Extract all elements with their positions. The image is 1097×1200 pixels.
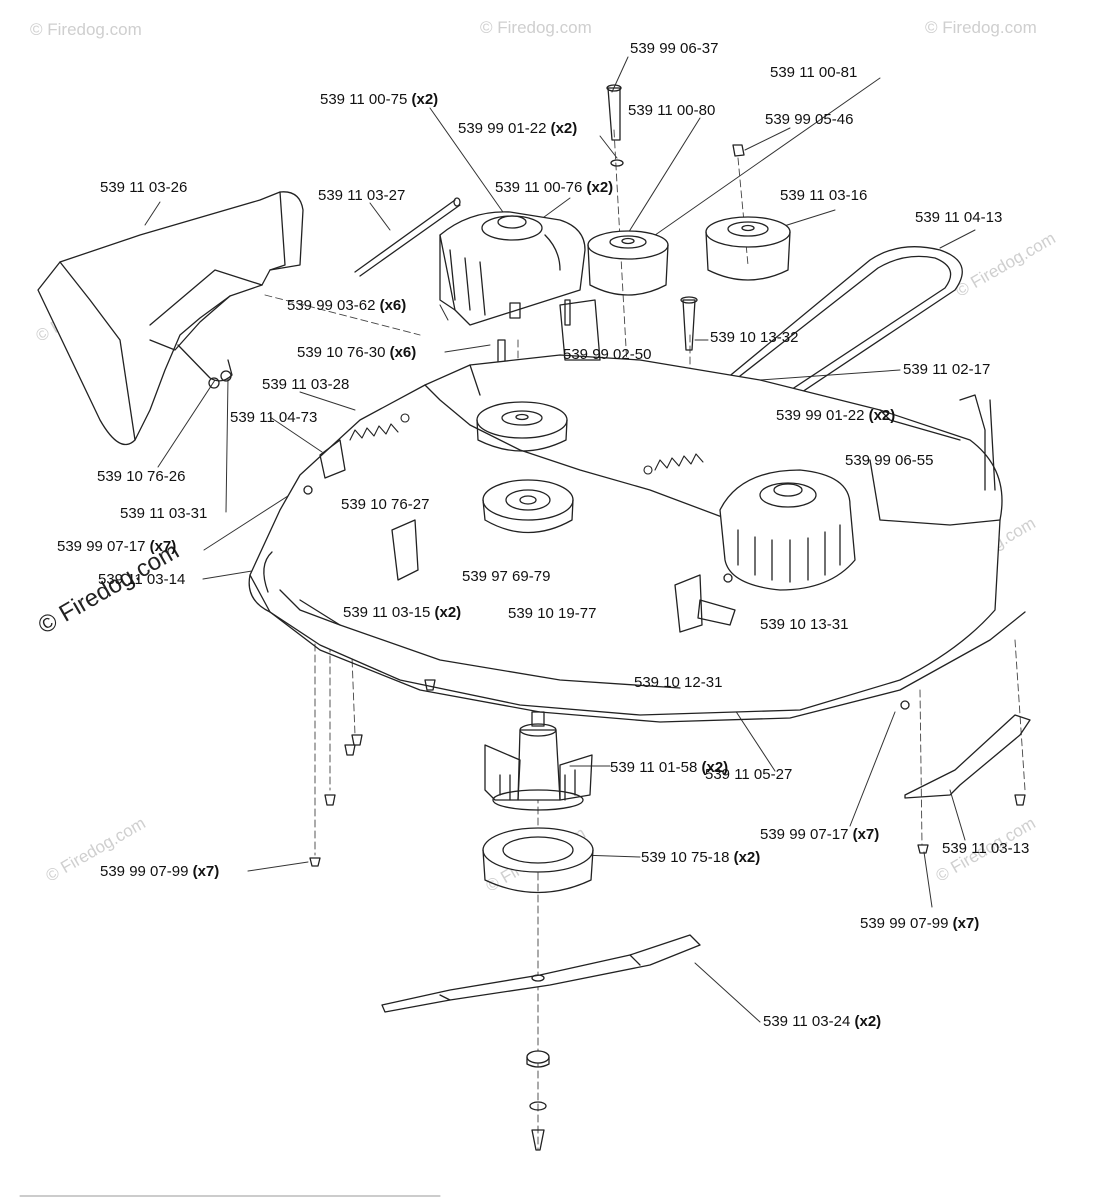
- part-label: 539 11 00-76 (x2): [495, 179, 614, 196]
- part-label: 539 11 00-75 (x2): [320, 91, 439, 108]
- springs: [349, 413, 704, 475]
- spindle-spacer: [482, 827, 594, 894]
- part-label: 539 11 03-28: [262, 376, 350, 393]
- part-label: 539 10 76-27: [341, 496, 430, 513]
- part-label: 539 11 03-15 (x2): [343, 604, 462, 621]
- brackets: [319, 299, 1031, 799]
- blade-pulley-left: [476, 401, 568, 452]
- part-label: 539 99 03-62 (x6): [287, 297, 407, 314]
- part-label: 539 11 01-58 (x2): [610, 759, 729, 776]
- idler-pulley-2: [705, 216, 791, 281]
- part-label: 539 10 76-26: [97, 468, 186, 485]
- part-label: 539 99 07-99 (x7): [100, 863, 220, 880]
- part-label: 539 10 19-77: [508, 605, 597, 622]
- part-label: 539 97 69-79: [462, 568, 551, 585]
- blade-hardware: [526, 1050, 550, 1151]
- part-label: 539 11 03-13: [942, 840, 1030, 857]
- spindle-housing-left: [482, 479, 574, 534]
- part-label: 539 99 01-22 (x2): [776, 407, 896, 424]
- part-label: 539 11 00-81: [770, 64, 858, 81]
- part-label: 539 10 13-31: [760, 616, 849, 633]
- part-label: 539 99 01-22 (x2): [458, 120, 578, 137]
- mower-blade: [381, 934, 701, 1013]
- part-label: 539 99 05-46: [765, 111, 854, 128]
- part-label: 539 10 12-31: [634, 674, 723, 691]
- part-label: 539 11 02-17: [903, 361, 991, 378]
- watermark: © Firedog.com: [925, 18, 1037, 37]
- deck-screws: [303, 485, 1026, 867]
- part-label: 539 11 03-31: [120, 505, 208, 522]
- watermark: © Firedog.com: [480, 18, 592, 37]
- part-label: 539 11 04-13: [915, 209, 1003, 226]
- part-label: 539 99 02-50: [563, 346, 652, 363]
- discharge-chute: [37, 191, 304, 446]
- part-label: 539 10 75-18 (x2): [641, 849, 761, 866]
- part-label: 539 10 13-32: [710, 329, 799, 346]
- spindle-assembly: [484, 711, 593, 811]
- belt-cover-right: [719, 469, 856, 591]
- part-label: 539 99 07-17 (x7): [57, 538, 177, 555]
- part-label: 539 99 07-17 (x7): [760, 826, 880, 843]
- part-label: 539 11 00-80: [628, 102, 716, 119]
- part-label: 539 11 03-16: [780, 187, 868, 204]
- idler-pulley-1: [587, 230, 669, 296]
- part-label: 539 11 03-14: [98, 571, 186, 588]
- mower-deck: [248, 354, 1026, 723]
- part-label: 539 11 05-27: [705, 766, 793, 783]
- part-label: 539 11 03-24 (x2): [763, 1013, 882, 1030]
- rod: [354, 197, 461, 277]
- part-label: 539 11 03-26: [100, 179, 188, 196]
- part-label: 539 99 06-37: [630, 40, 719, 57]
- part-label: 539 10 76-30 (x6): [297, 344, 417, 361]
- part-label: 539 11 03-27: [318, 187, 406, 204]
- watermark: © Firedog.com: [30, 20, 142, 39]
- part-label: 539 11 04-73: [230, 409, 318, 426]
- part-label: 539 99 07-99 (x7): [860, 915, 980, 932]
- part-label: 539 99 06-55: [845, 452, 934, 469]
- belt-cover: [439, 211, 586, 326]
